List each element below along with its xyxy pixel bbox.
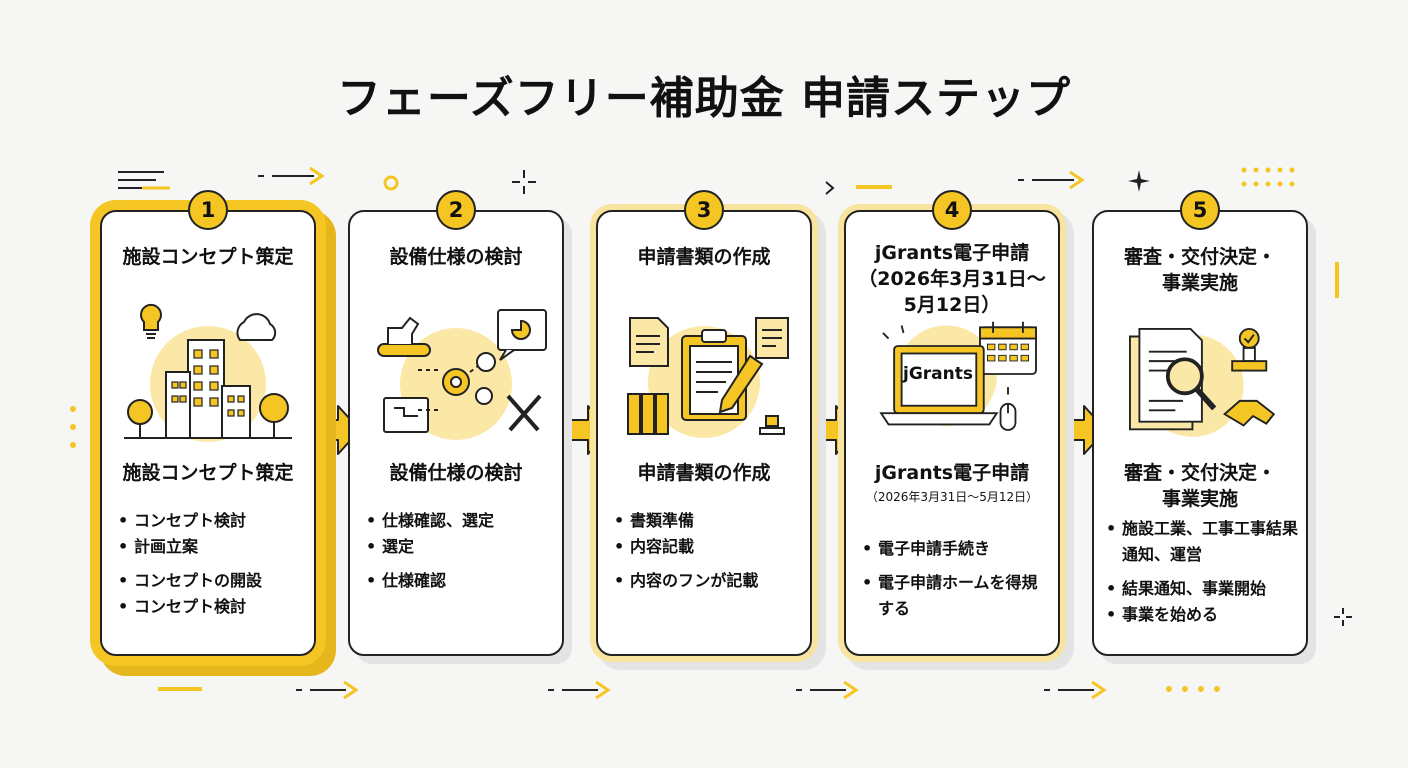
dash-arrow-icon bbox=[258, 166, 325, 186]
dot-row-icon bbox=[1166, 686, 1220, 692]
list-item: 電子申請手続き bbox=[860, 536, 1050, 562]
step-card-4: 4 jGrants電子申請 （2026年3月31日～ 5月12日） jGrant… bbox=[844, 190, 1060, 656]
list-item: 内容記載 bbox=[612, 534, 802, 560]
step-subheading: jGrants電子申請 （2026年3月31日～5月12日） bbox=[850, 460, 1054, 508]
step-subheading-line: 申請書類の作成 bbox=[637, 462, 771, 484]
step-item-list: 電子申請手続き 電子申請ホームを得規する bbox=[860, 536, 1050, 622]
list-item: 施設工業、工事工事結果通知、運営 bbox=[1104, 516, 1298, 568]
step-subheading-line: 施設コンセプト策定 bbox=[122, 462, 294, 484]
decor-lines-icon bbox=[118, 171, 170, 190]
review-stamp-handshake-icon bbox=[1129, 327, 1276, 437]
step-card-2: 2 設備仕様の検討 設備仕様の検討 仕様確認、選定 選定 仕様確認 bbox=[348, 190, 564, 656]
list-item: 書類準備 bbox=[612, 508, 802, 534]
step-heading: 施設コンセプト策定 bbox=[106, 244, 310, 322]
dash-arrow-icon bbox=[796, 680, 859, 700]
list-item: 電子申請ホームを得規する bbox=[860, 570, 1050, 622]
step-heading: 設備仕様の検討 bbox=[354, 244, 558, 322]
step-card-3: 3 申請書類の作成 申請書類の作成 書類準備 内容記載 内容のフンが記載 bbox=[596, 190, 812, 656]
step-heading-line: （2026年3月31日～ bbox=[858, 268, 1046, 290]
step-item-list: コンセプト検討 計画立案 コンセプトの開設 コンセプト検討 bbox=[116, 508, 306, 620]
step-card-5: 5 審査・交付決定・ 事業実施 審査・交付決定・ 事業実施 施設工業、工事工事結… bbox=[1092, 190, 1308, 656]
step-number-badge: 1 bbox=[188, 190, 228, 230]
step-number-badge: 3 bbox=[684, 190, 724, 230]
step-heading-line: 設備仕様の検討 bbox=[389, 246, 523, 268]
list-item: 内容のフンが記載 bbox=[612, 568, 802, 594]
laptop-calendar-icon bbox=[879, 321, 1037, 431]
list-item: コンセプト検討 bbox=[116, 594, 306, 620]
step-heading: 審査・交付決定・ 事業実施 bbox=[1098, 244, 1302, 322]
list-item: 選定 bbox=[364, 534, 554, 560]
laptop-screen-label: jGrants bbox=[903, 364, 973, 384]
step-subheading-line: 事業実施 bbox=[1161, 488, 1238, 510]
step-heading-line: 施設コンセプト策定 bbox=[122, 246, 294, 268]
step-subheading: 審査・交付決定・ 事業実施 bbox=[1098, 460, 1302, 512]
step-number-badge: 2 bbox=[436, 190, 476, 230]
step-number-badge: 4 bbox=[932, 190, 972, 230]
list-item: 事業を始める bbox=[1104, 602, 1298, 628]
list-item: 仕様確認、選定 bbox=[364, 508, 554, 534]
city-buildings-icon bbox=[124, 303, 292, 442]
step-heading: 申請書類の作成 bbox=[602, 244, 806, 322]
dash-arrow-icon bbox=[1018, 170, 1085, 190]
step-subheading-date: （2026年3月31日～5月12日） bbox=[865, 490, 1039, 504]
step-heading-line: jGrants電子申請 bbox=[874, 242, 1030, 264]
dot-column-icon bbox=[70, 406, 76, 448]
step-heading-line: 申請書類の作成 bbox=[637, 246, 771, 268]
step-item-list: 仕様確認、選定 選定 仕様確認 bbox=[364, 508, 554, 594]
step-subheading-line: jGrants電子申請 bbox=[874, 462, 1030, 484]
yellow-dash-icon bbox=[856, 185, 892, 189]
list-item: コンセプト検討 bbox=[116, 508, 306, 534]
step-heading: jGrants電子申請 （2026年3月31日～ 5月12日） bbox=[850, 240, 1054, 318]
dash-arrow-icon bbox=[548, 680, 611, 700]
dash-arrow-icon bbox=[296, 680, 359, 700]
step-item-list: 書類準備 内容記載 内容のフンが記載 bbox=[612, 508, 802, 594]
ring-icon bbox=[383, 175, 399, 191]
crosshair-icon bbox=[512, 170, 536, 194]
step-subheading-line: 審査・交付決定・ bbox=[1123, 462, 1276, 484]
list-item: 計画立案 bbox=[116, 534, 306, 560]
step-subheading: 設備仕様の検討 bbox=[354, 460, 558, 486]
step-heading-line: 審査・交付決定・ bbox=[1123, 246, 1276, 268]
chevron-right-icon bbox=[825, 181, 835, 195]
step-subheading: 施設コンセプト策定 bbox=[106, 460, 310, 486]
page-title: フェーズフリー補助金 申請ステップ bbox=[336, 73, 1072, 124]
step-item-list: 施設工業、工事工事結果通知、運営 結果通知、事業開始 事業を始める bbox=[1104, 516, 1298, 628]
step-card-1: 1 施設コンセプト策定 施設コンセプト策定 bbox=[100, 190, 316, 656]
step-number-badge: 5 bbox=[1180, 190, 1220, 230]
dash-arrow-icon bbox=[1044, 680, 1107, 700]
step-heading-line: 5月12日） bbox=[903, 294, 1001, 316]
clipboard-documents-icon bbox=[627, 317, 789, 438]
dot-grid-icon bbox=[1241, 167, 1295, 187]
list-item: 仕様確認 bbox=[364, 568, 554, 594]
yellow-bar-icon bbox=[1335, 262, 1339, 298]
gears-tools-icon bbox=[377, 309, 547, 440]
list-item: コンセプトの開設 bbox=[116, 568, 306, 594]
sparkle-icon bbox=[1128, 170, 1150, 192]
crosshair-icon bbox=[1334, 608, 1352, 626]
step-heading-line: 事業実施 bbox=[1161, 272, 1238, 294]
step-subheading-line: 設備仕様の検討 bbox=[389, 462, 523, 484]
yellow-dash-icon bbox=[158, 687, 202, 691]
step-subheading: 申請書類の作成 bbox=[602, 460, 806, 486]
list-item: 結果通知、事業開始 bbox=[1104, 576, 1298, 602]
